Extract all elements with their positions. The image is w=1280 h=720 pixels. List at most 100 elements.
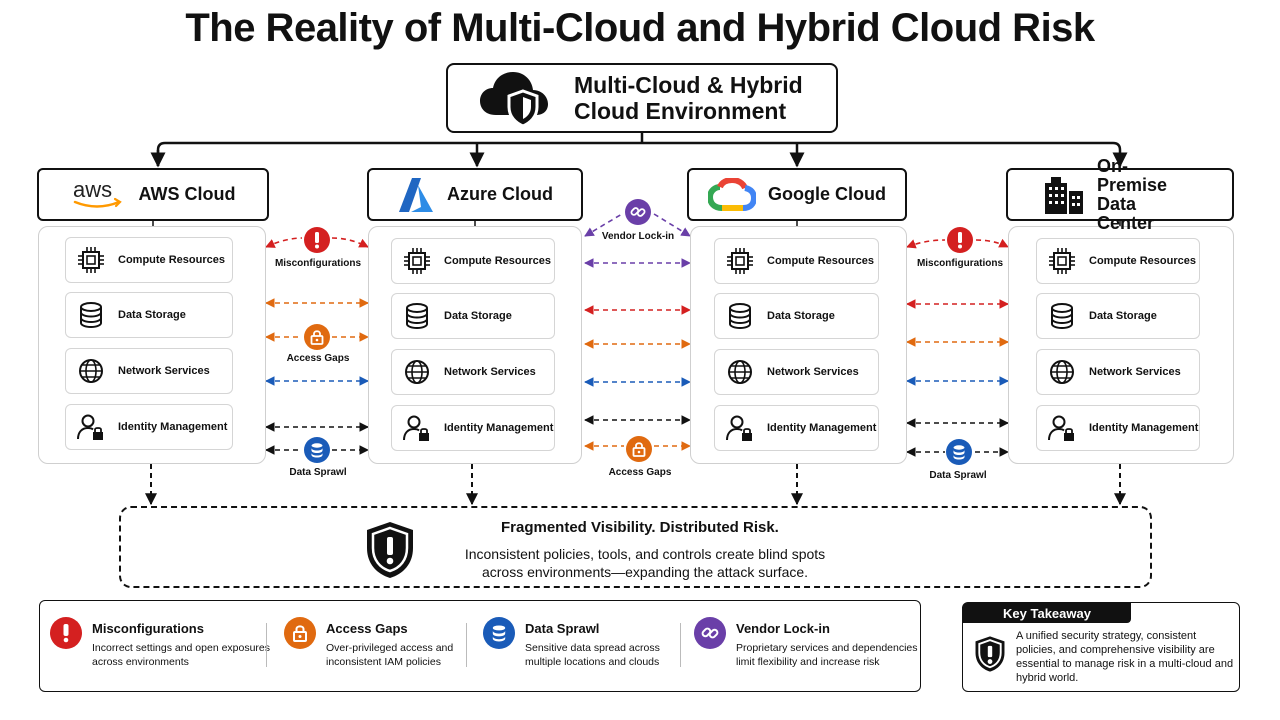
vendor-lockin-badge — [625, 199, 651, 225]
data-sprawl-badge — [304, 437, 330, 463]
google-cloud-logo-icon — [708, 177, 756, 211]
lock-icon — [310, 330, 324, 345]
risk-label-data-sprawl: Data Sprawl — [289, 467, 347, 478]
provider-name: Azure Cloud — [447, 184, 553, 204]
resource-compute[interactable]: Compute Resources — [65, 237, 233, 283]
google-onprem-risk-arrows — [906, 238, 1009, 457]
resource-label: Compute Resources — [1089, 255, 1196, 267]
database-icon — [80, 302, 102, 329]
cloud-shield-icon — [480, 72, 548, 128]
globe-icon — [1050, 360, 1074, 384]
shield-alert-icon — [975, 636, 1005, 672]
globe-icon — [79, 359, 103, 383]
resource-compute[interactable]: Compute Resources — [391, 238, 555, 284]
risk-label-data-sprawl: Data Sprawl — [929, 470, 987, 481]
provider-header-google[interactable]: Google Cloud — [687, 168, 907, 221]
access-gap-badge — [626, 436, 652, 462]
misconfiguration-badge — [947, 227, 973, 253]
resource-identity[interactable]: Identity Management — [391, 405, 555, 451]
aws-azure-risk-arrows — [265, 237, 369, 455]
resource-label: Data Storage — [767, 310, 835, 322]
risk-label-misconfigurations: Misconfigurations — [274, 258, 362, 269]
risk-label-vendor-lockin: Vendor Lock-in — [601, 231, 675, 242]
resource-label: Identity Management — [444, 422, 554, 434]
database-icon — [311, 443, 323, 458]
resource-compute[interactable]: Compute Resources — [714, 238, 879, 284]
resource-label: Data Storage — [444, 310, 512, 322]
user-lock-icon — [1048, 415, 1074, 441]
provider-header-aws[interactable]: aws AWS Cloud — [37, 168, 269, 221]
resource-compute[interactable]: Compute Resources — [1036, 238, 1200, 284]
legend-desc: Sensitive data spread across multiple lo… — [525, 642, 660, 668]
hierarchy-tree — [150, 133, 1128, 168]
legend-title: Data Sprawl — [525, 621, 600, 636]
legend-divider — [266, 623, 267, 667]
svg-text:aws: aws — [73, 178, 112, 202]
user-lock-icon — [726, 415, 752, 441]
globe-icon — [728, 360, 752, 384]
lock-icon — [632, 442, 646, 457]
resource-label: Identity Management — [1089, 422, 1199, 434]
resource-identity[interactable]: Identity Management — [65, 404, 233, 450]
building-icon — [1045, 176, 1083, 214]
risk-label-access-gaps: Access Gaps — [608, 467, 672, 478]
aws-logo-icon: aws — [73, 178, 122, 208]
resource-label: Compute Resources — [118, 254, 225, 266]
access-gap-badge — [304, 324, 330, 350]
resource-label: Compute Resources — [767, 255, 874, 267]
risk-label-misconfigurations: Misconfigurations — [916, 258, 1004, 269]
resource-storage[interactable]: Data Storage — [391, 293, 555, 339]
page-title: The Reality of Multi-Cloud and Hybrid Cl… — [185, 6, 1095, 50]
resource-identity[interactable]: Identity Management — [714, 405, 879, 451]
resource-storage[interactable]: Data Storage — [714, 293, 879, 339]
panel-to-visibility-arrows — [145, 464, 1126, 506]
link-icon — [630, 207, 646, 217]
lock-icon — [284, 617, 316, 649]
resource-identity[interactable]: Identity Management — [1036, 405, 1200, 451]
user-lock-icon — [77, 414, 103, 440]
user-lock-icon — [403, 415, 429, 441]
resource-label: Identity Management — [118, 421, 228, 433]
provider-header-azure[interactable]: Azure Cloud — [367, 168, 583, 221]
database-icon — [729, 303, 751, 330]
legend-title: Access Gaps — [326, 621, 408, 636]
resource-label: Network Services — [118, 365, 210, 377]
database-icon — [406, 303, 428, 330]
cpu-chip-icon — [1049, 248, 1075, 274]
legend-desc: Proprietary services and dependencies li… — [736, 642, 918, 668]
misconfiguration-badge — [304, 227, 330, 253]
resource-network[interactable]: Network Services — [65, 348, 233, 394]
legend-title: Vendor Lock-in — [736, 621, 830, 636]
legend-divider — [680, 623, 681, 667]
resource-label: Compute Resources — [444, 255, 551, 267]
azure-logo-icon — [399, 177, 433, 212]
shield-alert-icon — [367, 522, 413, 578]
resource-storage[interactable]: Data Storage — [65, 292, 233, 338]
provider-name: On-Premise Data Center — [1097, 155, 1168, 233]
resource-network[interactable]: Network Services — [1036, 349, 1200, 395]
provider-name: AWS Cloud — [138, 184, 236, 204]
resource-label: Identity Management — [767, 422, 877, 434]
database-icon — [953, 445, 965, 460]
environment-title: Multi-Cloud & Hybrid Cloud Environment — [574, 72, 803, 124]
resource-storage[interactable]: Data Storage — [1036, 293, 1200, 339]
provider-header-onprem[interactable]: On-Premise Data Center — [1006, 156, 1234, 232]
azure-google-risk-arrows — [584, 213, 691, 451]
resource-label: Network Services — [444, 366, 536, 378]
resource-label: Data Storage — [1089, 310, 1157, 322]
exclamation-icon — [958, 232, 962, 249]
legend-desc: Incorrect settings and open exposures ac… — [92, 642, 271, 668]
globe-icon — [405, 360, 429, 384]
resource-label: Data Storage — [118, 309, 186, 321]
legend-desc: Over-privileged access and inconsistent … — [326, 642, 454, 668]
resource-network[interactable]: Network Services — [391, 349, 555, 395]
key-takeaway-box: Key Takeaway A unified security strategy… — [962, 602, 1240, 692]
risk-label-access-gaps: Access Gaps — [286, 353, 350, 364]
fragmented-subtitle: Inconsistent policies, tools, and contro… — [464, 546, 826, 580]
cpu-chip-icon — [78, 247, 104, 273]
risk-legend: Misconfigurations Incorrect settings and… — [39, 600, 921, 692]
environment-box: Multi-Cloud & Hybrid Cloud Environment — [446, 63, 838, 133]
fragmented-visibility-box: Fragmented Visibility. Distributed Risk.… — [119, 506, 1152, 588]
legend-divider — [466, 623, 467, 667]
resource-network[interactable]: Network Services — [714, 349, 879, 395]
